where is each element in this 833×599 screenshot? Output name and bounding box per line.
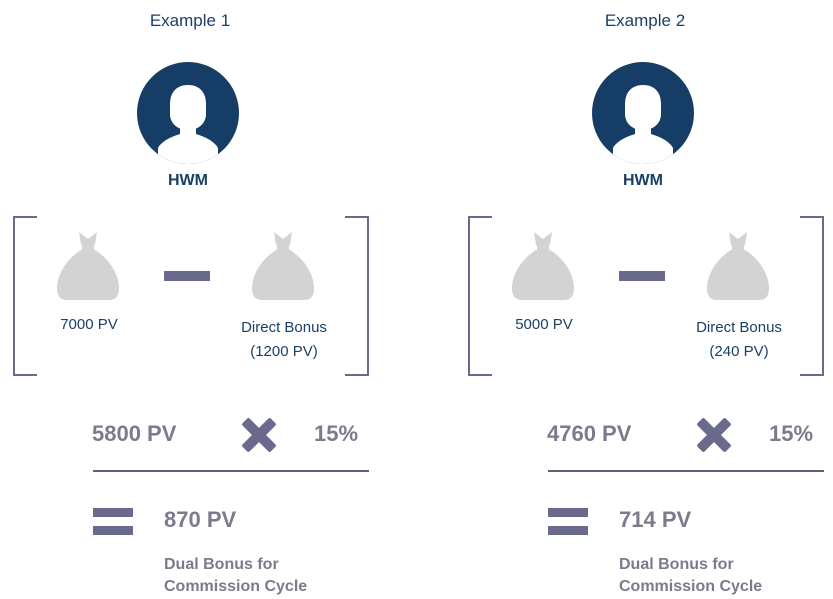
subtotal-value: 4760 PV: [547, 421, 632, 446]
result-description: Dual Bonus for Commission Cycle: [619, 554, 833, 598]
equals-icon: [93, 508, 133, 536]
right-bracket: [800, 216, 824, 376]
pv-amount-label: 5000 PV: [515, 316, 573, 333]
rate-value: 15%: [314, 421, 359, 446]
result-description-line1: Dual Bonus for: [164, 556, 279, 573]
money-bag-icon: [55, 230, 121, 302]
person-avatar-icon: [137, 62, 239, 164]
multiply-icon: [242, 418, 276, 452]
result-value: 870 PV: [164, 507, 237, 532]
example-1-panel: Example 1 HWM 7000 PV Direct Bonus (1200…: [0, 0, 416, 599]
left-bracket: [13, 216, 37, 376]
minus-icon: [619, 271, 665, 281]
result-description-line2: Commission Cycle: [164, 578, 308, 595]
minus-icon: [164, 271, 210, 281]
example-title: Example 2: [604, 11, 686, 30]
direct-bonus-value: (1200 PV): [250, 343, 318, 360]
direct-bonus-label: Direct Bonus (1200 PV): [214, 316, 354, 364]
role-label: HWM: [168, 172, 208, 189]
result-value: 714 PV: [619, 507, 692, 532]
role-label: HWM: [623, 172, 663, 189]
equals-icon: [548, 508, 588, 536]
example-title: Example 1: [149, 11, 231, 30]
money-bag-icon: [250, 230, 316, 302]
divider-line: [548, 470, 824, 472]
person-avatar-icon: [592, 62, 694, 164]
money-bag-icon: [510, 230, 576, 302]
direct-bonus-label: Direct Bonus (240 PV): [669, 316, 809, 364]
result-description-line2: Commission Cycle: [619, 578, 763, 595]
right-bracket: [345, 216, 369, 376]
rate-value: 15%: [769, 421, 814, 446]
left-bracket: [468, 216, 492, 376]
money-bag-icon: [705, 230, 771, 302]
pv-amount-label: 7000 PV: [60, 316, 118, 333]
multiply-icon: [697, 418, 731, 452]
subtotal-value: 5800 PV: [92, 421, 177, 446]
direct-bonus-title: Direct Bonus: [241, 319, 327, 336]
direct-bonus-value: (240 PV): [709, 343, 769, 360]
example-2-panel: Example 2 HWM 5000 PV Direct Bonus (240 …: [455, 0, 833, 599]
result-description: Dual Bonus for Commission Cycle: [164, 554, 384, 598]
direct-bonus-title: Direct Bonus: [696, 319, 782, 336]
result-description-line1: Dual Bonus for: [619, 556, 734, 573]
divider-line: [93, 470, 369, 472]
